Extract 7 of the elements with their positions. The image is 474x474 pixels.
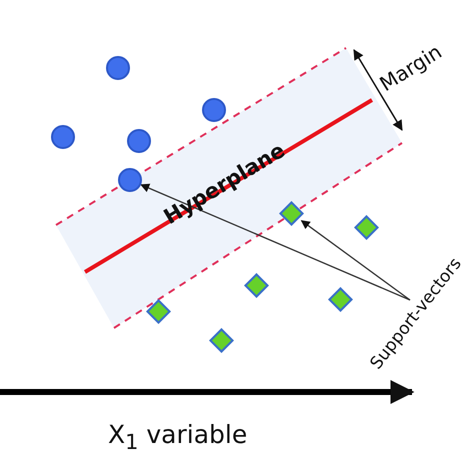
circle-data-point <box>118 168 142 192</box>
circle-data-point <box>202 98 226 122</box>
circle-data-point <box>127 129 151 153</box>
leader-arrow <box>140 184 410 301</box>
circle-data-point <box>51 125 75 149</box>
circle-data-point <box>106 56 130 80</box>
axis-label: X$_{1}$ variable <box>108 420 248 454</box>
